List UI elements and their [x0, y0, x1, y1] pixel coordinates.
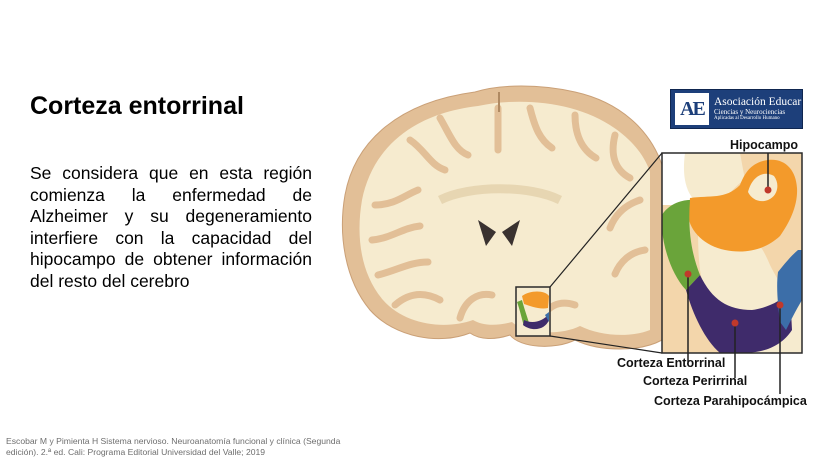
label-hipocampo: Hipocampo [730, 138, 798, 152]
logo-text: Asociación Educar Ciencias y Neurocienci… [714, 96, 801, 122]
zoom-connector-top [549, 152, 663, 288]
label-corteza-entorrinal: Corteza Entorrinal [617, 356, 725, 370]
parahipocampica-region [777, 250, 802, 330]
slide-body-text: Se considera que en esta región comienza… [30, 163, 312, 291]
logo-subtitle: Ciencias y Neurociencias [714, 108, 786, 116]
lateral-ventricle-right [502, 220, 520, 246]
marker-perirrinal [731, 319, 739, 327]
zoom-detail [661, 152, 803, 354]
brain-coronal-section [341, 85, 663, 350]
perirrinal-region [686, 275, 792, 353]
label-corteza-perirrinal: Corteza Perirrinal [643, 374, 747, 388]
logo-mark: AE [675, 93, 709, 125]
brain-gyri [368, 104, 649, 329]
highlight-box [515, 286, 551, 337]
entorrinal-region [662, 200, 700, 290]
lateral-ventricle-left [478, 220, 496, 246]
marker-hipocampo [764, 186, 772, 194]
marker-entorrinal [684, 270, 692, 278]
corpus-callosum [437, 184, 563, 205]
marker-parahipocampica [776, 301, 784, 309]
zoom-connector-bottom [549, 335, 663, 354]
asociacion-educar-logo: AE Asociación Educar Ciencias y Neurocie… [670, 89, 803, 129]
label-corteza-parahipocampica: Corteza Parahipocámpica [654, 394, 808, 408]
slide-title: Corteza entorrinal [30, 92, 244, 120]
citation: Escobar M y Pimienta H Sistema nervioso.… [6, 436, 341, 457]
logo-tagline: Aplicadas al Desarrollo Humano [714, 116, 780, 121]
logo-name: Asociación Educar [714, 96, 802, 108]
